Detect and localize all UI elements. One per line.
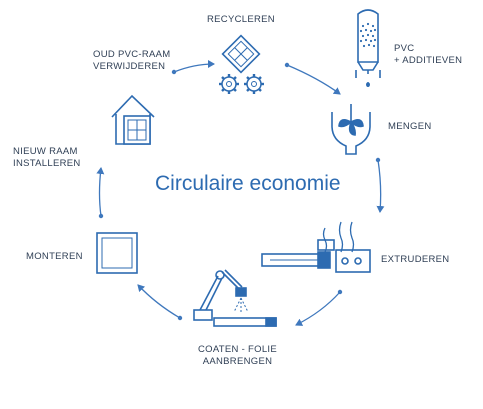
label-recycleren-line-1: RECYCLEREN [207,14,275,25]
label-verwijderen: OUD PVC-RAAM VERWIJDEREN [93,49,171,73]
label-coaten: COATEN - FOLIE AANBRENGEN [198,344,277,368]
arrow-mengen-to-extruderen [376,159,385,213]
extruder-icon [261,221,371,273]
arrow-coaten-to-monteren [137,284,181,319]
label-installeren: NIEUW RAAM INSTALLEREN [13,146,81,170]
label-pvc-line-1: PVC [394,43,415,54]
mixer-icon [331,104,371,155]
window-gears-icon [219,34,264,94]
label-pvc-additieven: PVC + ADDITIEVEN [394,43,462,67]
spray-arm-icon [193,269,277,327]
arrow-verwijderen-to-recycleren [173,60,215,73]
silo-icon [355,9,381,87]
label-extruderen: EXTRUDEREN [381,254,449,266]
label-coaten-line-2: AANBRENGEN [202,356,273,367]
label-installeren-line-2: INSTALLEREN [13,158,81,169]
label-verwijderen-line-2: VERWIJDEREN [93,61,166,72]
cycle-arrows [96,60,385,326]
label-mengen-line-1: MENGEN [388,121,432,132]
diagram-title: Circulaire economie [155,172,341,195]
label-monteren-line-1: MONTEREN [26,251,83,262]
label-coaten-line-1: COATEN - FOLIE [198,344,277,355]
label-extruderen-line-1: EXTRUDEREN [381,254,450,265]
house-window-icon [111,94,155,145]
label-recycleren: RECYCLEREN [207,14,275,26]
arrow-monteren-to-installeren [96,167,105,217]
frame-icon [96,232,138,274]
label-monteren: MONTEREN [26,251,83,263]
label-verwijderen-line-1: OUD PVC-RAAM [93,49,171,60]
arrow-recycleren-to-pvc [286,64,341,95]
label-mengen: MENGEN [388,121,432,133]
arrow-extruderen-to-coaten [295,291,341,326]
label-installeren-line-1: NIEUW RAAM [13,146,78,157]
label-pvc-line-2: + ADDITIEVEN [394,55,463,66]
